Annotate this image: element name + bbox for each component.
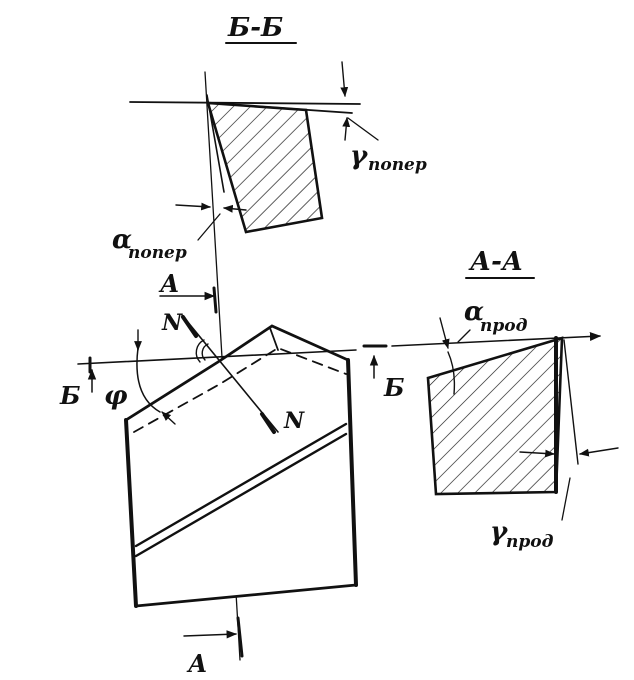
section-bb-title: Б-Б [227, 13, 283, 43]
phi-arc [136, 347, 161, 413]
alpha-prod-arrow [439, 317, 450, 349]
normal-bottom-label: N [283, 408, 305, 434]
alpha-poper-label: α [112, 225, 132, 255]
cut-a-top-label: А [158, 269, 180, 298]
gamma-prod-arrow-left [519, 449, 555, 458]
alpha-prod-label: α [464, 297, 484, 327]
section-aa: А-А α прод γ прод [391, 247, 619, 552]
section-bb-tool-profile [206, 101, 324, 234]
gamma-poper-label: γ [350, 141, 369, 171]
normal-bottom-mark [260, 412, 276, 434]
gamma-prod-arrow-right [579, 447, 619, 457]
cut-a-bottom-label: А [186, 649, 208, 678]
cut-a-top-mark [212, 286, 218, 314]
section-aa-tool-profile [426, 336, 564, 496]
tool-land-dashed [133, 347, 347, 433]
alpha-poper-leader [197, 213, 221, 241]
alpha-prod-arc [447, 351, 456, 395]
gamma-poper-arrow-bottom [342, 117, 351, 141]
phi-label: φ [104, 381, 128, 411]
section-bb: Б-Б γ попер α попер [112, 13, 427, 263]
gamma-poper-arrow-top [340, 61, 349, 97]
section-aa-flank-ext [563, 339, 579, 465]
section-bb-base-line [129, 101, 361, 105]
section-bb-rake-line [207, 102, 353, 114]
gamma-poper-leader [347, 117, 379, 141]
tool-body-outline [124, 324, 358, 608]
cut-a-bottom-arrow [183, 630, 238, 639]
section-aa-base-line [391, 332, 602, 347]
alpha-prod-leader [457, 329, 471, 343]
gamma-prod-label: γ [490, 517, 509, 547]
cut-b-right-label: Б [383, 373, 405, 402]
right-angle-arc-1 [195, 339, 205, 363]
alpha-prod-sub: прод [480, 316, 528, 336]
gamma-prod-leader [561, 477, 571, 521]
tool-body-right-side [346, 358, 358, 587]
tool-tip-edge [269, 327, 279, 351]
normal-top-label: N [161, 310, 183, 336]
tool-edge-line-1 [134, 422, 348, 548]
tool-body-left-side [124, 418, 138, 608]
gamma-poper-sub: попер [368, 155, 427, 175]
alpha-poper-arrow-left [175, 202, 211, 211]
alpha-poper-sub: попер [128, 243, 187, 263]
section-aa-title: А-А [468, 247, 523, 277]
cut-b-left-label: Б [59, 381, 81, 410]
tool-edge-line-2 [134, 432, 348, 558]
cut-a-bottom-mark [236, 616, 244, 658]
phi-arrow-bottom [161, 411, 176, 425]
section-bb-flank-line [206, 94, 225, 193]
alpha-poper-arrow-right [223, 204, 247, 213]
main-view: А Б Б φ N N А [59, 71, 405, 678]
right-angle-arc-2 [201, 343, 209, 361]
normal-top-mark [181, 315, 198, 338]
gamma-prod-sub: прод [506, 532, 554, 552]
